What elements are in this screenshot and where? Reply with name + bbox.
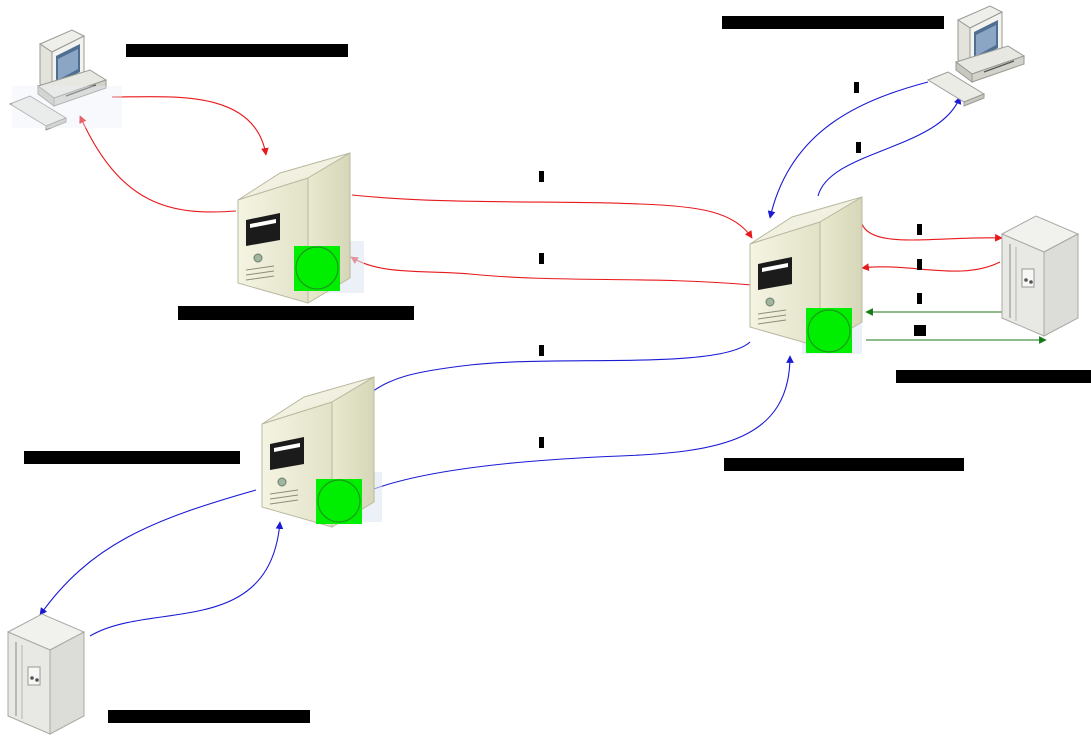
server-upper-left bbox=[237, 152, 364, 304]
step-marker bbox=[917, 224, 922, 235]
label-rack-server-right bbox=[896, 370, 1091, 383]
step-marker bbox=[914, 325, 926, 336]
step-marker bbox=[539, 253, 544, 264]
edge-workstation-right-to-server-central bbox=[767, 81, 929, 219]
step-marker bbox=[539, 345, 544, 356]
client-workstation-left bbox=[9, 29, 122, 131]
edge-workstation-left-to-server-upper-left bbox=[111, 96, 269, 156]
step-marker bbox=[539, 437, 544, 448]
step-marker bbox=[917, 259, 922, 270]
step-marker bbox=[854, 82, 859, 93]
server-lower-left bbox=[261, 376, 382, 528]
label-server-lower-left bbox=[24, 451, 240, 464]
label-server-central-right bbox=[724, 458, 964, 471]
edge-server-lower-left-to-rack-bottom-left bbox=[39, 489, 257, 616]
step-marker bbox=[856, 142, 861, 153]
edge-rack-bottom-left-to-server-lower-left bbox=[89, 521, 284, 637]
step-markers bbox=[539, 82, 926, 448]
rack-server-icon bbox=[1001, 215, 1079, 337]
rack-server-bottom-left bbox=[7, 613, 85, 735]
edge-server-upper-left-to-workstation-left bbox=[79, 115, 237, 213]
label-rack-server-bottom-left bbox=[108, 710, 310, 723]
edge-server-central-to-server-upper-left bbox=[350, 256, 753, 286]
edge-server-central-to-server-lower-left bbox=[365, 341, 751, 397]
label-client-workstation-left bbox=[126, 44, 348, 57]
rack-server-right bbox=[1001, 215, 1079, 337]
step-marker bbox=[917, 293, 922, 304]
edge-rack-right-to-server-central bbox=[861, 261, 1001, 272]
edge-server-lower-left-to-server-central bbox=[365, 355, 794, 493]
label-server-upper-left bbox=[178, 306, 414, 320]
node-labels bbox=[24, 16, 1091, 723]
edge-server-central-to-workstation-right bbox=[817, 96, 962, 197]
flow-lines bbox=[39, 81, 1047, 637]
edge-server-upper-left-to-server-central bbox=[351, 194, 753, 239]
label-client-workstation-right bbox=[722, 16, 944, 29]
server-central-right bbox=[749, 196, 863, 354]
rack-server-icon bbox=[7, 613, 85, 735]
step-marker bbox=[539, 171, 544, 182]
edge-server-central-to-rack-right bbox=[861, 223, 1003, 242]
